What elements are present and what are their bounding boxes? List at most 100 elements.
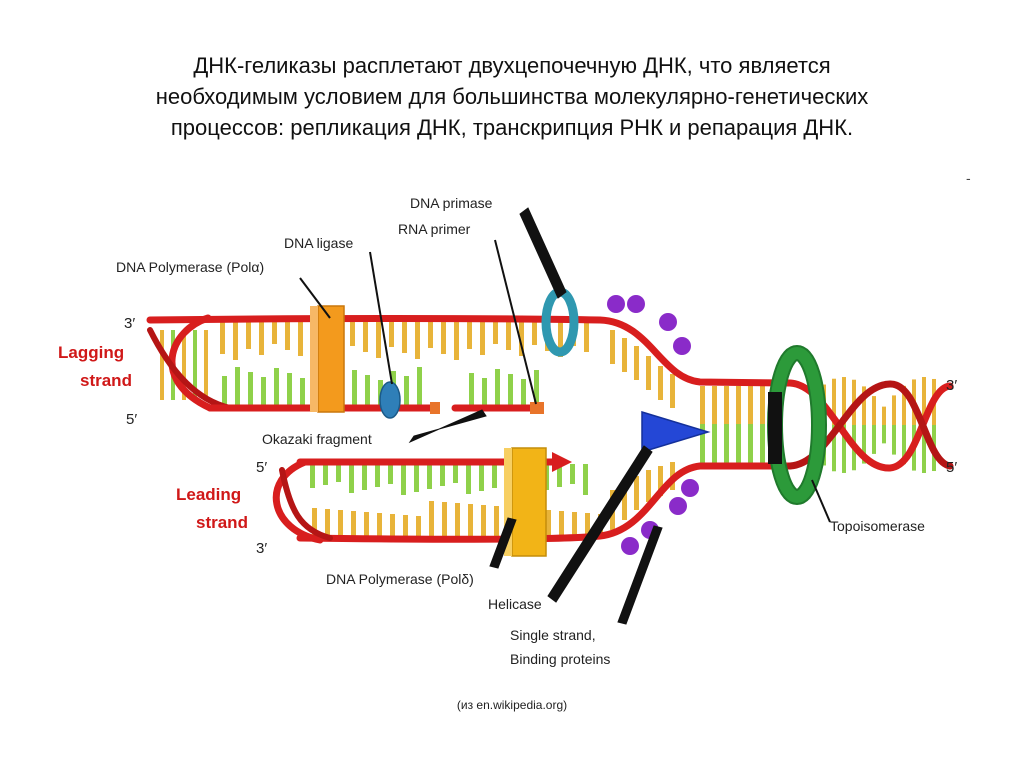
base-pair bbox=[495, 369, 500, 406]
label-topoisomerase: Topoisomerase bbox=[830, 518, 925, 534]
label-dna-primase: DNA primase bbox=[410, 195, 493, 211]
base-pair bbox=[415, 322, 420, 359]
base-pair bbox=[670, 374, 675, 408]
base-pair bbox=[300, 378, 305, 406]
base-pair bbox=[351, 511, 356, 536]
topoisomerase-gap bbox=[768, 392, 782, 464]
base-pair bbox=[246, 322, 251, 349]
base-pair bbox=[402, 322, 407, 353]
base-pair bbox=[259, 322, 264, 355]
base-pair bbox=[724, 386, 729, 424]
label-pol-delta: DNA Polymerase (Polδ) bbox=[326, 571, 474, 587]
base-pair bbox=[377, 513, 382, 536]
base-pair bbox=[634, 346, 639, 380]
base-pair bbox=[646, 470, 651, 502]
base-pair bbox=[583, 464, 588, 495]
label-ssb-line2: Binding proteins bbox=[510, 651, 610, 667]
end-right-bottom: 5′ bbox=[946, 459, 957, 476]
base-pair bbox=[427, 464, 432, 489]
dna-ligase bbox=[380, 382, 400, 418]
base-pair bbox=[272, 322, 277, 344]
base-pair bbox=[634, 476, 639, 510]
ssb-protein bbox=[659, 313, 677, 331]
base-pair bbox=[204, 330, 208, 400]
base-pair bbox=[646, 356, 651, 390]
base-pair bbox=[492, 464, 497, 488]
base-pair bbox=[388, 464, 393, 484]
base-pair bbox=[892, 395, 896, 425]
base-pair bbox=[610, 330, 615, 364]
ssb-protein bbox=[669, 497, 687, 515]
primase-pointer bbox=[520, 208, 566, 298]
base-pair bbox=[274, 368, 279, 406]
base-pair bbox=[261, 377, 266, 406]
base-pair bbox=[570, 464, 575, 484]
dna-polymerase-delta bbox=[512, 448, 546, 556]
base-pair bbox=[403, 515, 408, 536]
base-pair bbox=[310, 464, 315, 488]
base-pair bbox=[760, 424, 765, 464]
end-lag-top: 3′ bbox=[124, 315, 135, 332]
label-okazaki: Okazaki fragment bbox=[262, 431, 372, 447]
base-pair bbox=[376, 322, 381, 358]
label-ssb-line1: Single strand, bbox=[510, 627, 596, 643]
base-pair bbox=[584, 322, 589, 352]
base-pair bbox=[479, 464, 484, 491]
base-pair bbox=[480, 322, 485, 355]
base-pair bbox=[233, 322, 238, 360]
base-pair bbox=[336, 464, 341, 482]
base-pair bbox=[494, 506, 499, 536]
base-pair bbox=[468, 504, 473, 536]
end-lead-bottom: 3′ bbox=[256, 540, 267, 557]
base-pair bbox=[298, 322, 303, 356]
base-pair bbox=[352, 370, 357, 406]
base-pair bbox=[532, 322, 537, 345]
base-pair bbox=[349, 464, 354, 493]
base-pair bbox=[700, 386, 705, 424]
base-pair bbox=[760, 386, 765, 424]
label-pol-alpha: DNA Polymerase (Polα) bbox=[116, 259, 264, 275]
base-pair bbox=[572, 512, 577, 536]
base-pair bbox=[469, 373, 474, 406]
label-helicase: Helicase bbox=[488, 596, 542, 612]
ssb-protein bbox=[627, 295, 645, 313]
helicase-wedge bbox=[642, 412, 708, 452]
base-pair bbox=[454, 322, 459, 360]
ssb-protein bbox=[621, 537, 639, 555]
base-pair bbox=[417, 367, 422, 406]
base-pair bbox=[622, 338, 627, 372]
base-pair bbox=[724, 424, 729, 464]
okazaki-primer-2 bbox=[530, 402, 544, 414]
base-pair bbox=[323, 464, 328, 485]
base-pair bbox=[712, 386, 717, 424]
base-pair bbox=[506, 322, 511, 350]
ssb-protein bbox=[607, 295, 625, 313]
base-pair bbox=[235, 367, 240, 406]
base-pair bbox=[882, 407, 886, 425]
base-pair bbox=[872, 425, 876, 454]
okazaki-pointer bbox=[410, 410, 486, 442]
base-pair bbox=[414, 464, 419, 492]
base-pair bbox=[429, 501, 434, 536]
base-pair bbox=[365, 375, 370, 406]
base-pair bbox=[493, 322, 498, 344]
base-pair bbox=[287, 373, 292, 406]
base-pair bbox=[248, 372, 253, 406]
base-pair bbox=[362, 464, 367, 490]
base-pair bbox=[466, 464, 471, 494]
base-pair bbox=[882, 425, 886, 443]
base-pair bbox=[285, 322, 290, 350]
base-pair bbox=[404, 376, 409, 406]
base-pair bbox=[160, 330, 164, 400]
base-pair bbox=[325, 509, 330, 536]
base-pair bbox=[453, 464, 458, 483]
base-pair bbox=[748, 386, 753, 424]
dna-polymerase-alpha-side bbox=[310, 306, 318, 412]
label-leading-line2: strand bbox=[196, 513, 248, 532]
base-pair bbox=[481, 505, 486, 536]
base-pair bbox=[440, 464, 445, 486]
label-lagging-line2: strand bbox=[80, 371, 132, 390]
base-pair bbox=[222, 376, 227, 406]
source-credit: (из en.wikipedia.org) bbox=[0, 698, 1024, 712]
